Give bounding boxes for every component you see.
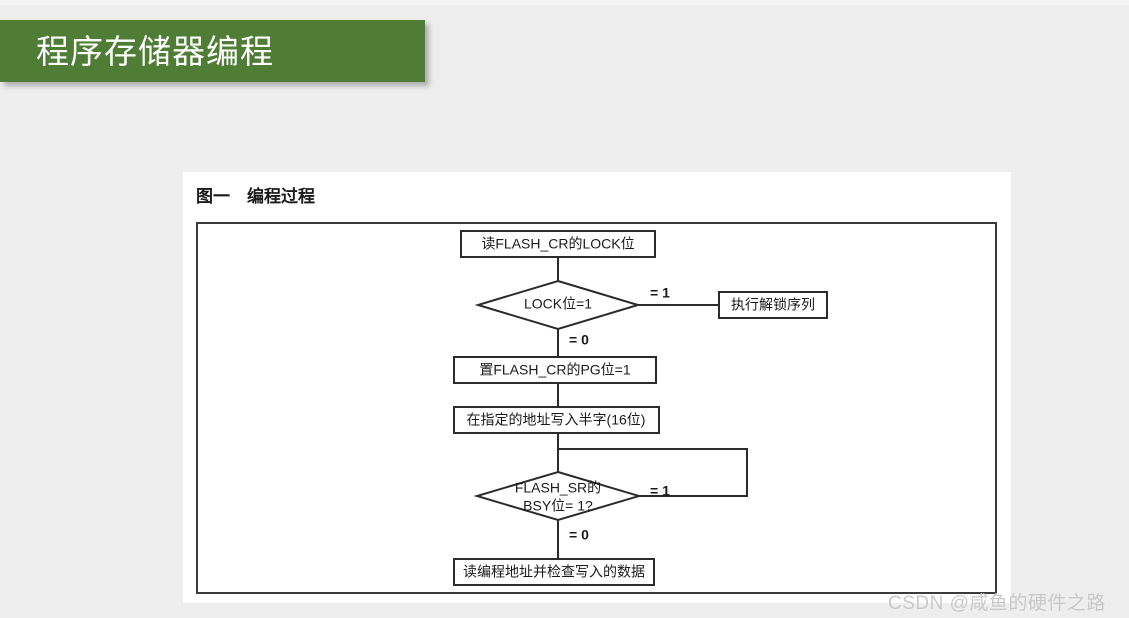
node-read-lock-label: 读FLASH_CR的LOCK位 — [481, 236, 634, 252]
node-write-halfword-label: 在指定的地址写入半字(16位) — [467, 412, 646, 428]
node-verify-data-label: 读编程地址并检查写入的数据 — [463, 564, 645, 580]
node-unlock-seq-label: 执行解锁序列 — [731, 297, 815, 313]
node-bsy-decision-label-line2: BSY位= 1? — [523, 498, 593, 514]
node-write-halfword — [453, 406, 660, 434]
node-unlock-seq — [718, 291, 828, 319]
title-banner: 程序存储器编程 — [0, 20, 425, 82]
top-strip — [0, 0, 1129, 5]
node-bsy-decision — [473, 470, 643, 522]
page-title: 程序存储器编程 — [36, 32, 274, 70]
figure-body: 读FLASH_CR的LOCK位 LOCK位=1 = 1 = 0 执行解锁序列 置… — [196, 222, 997, 594]
node-lock-decision — [474, 279, 642, 331]
figure-caption: 图一 编程过程 — [196, 187, 315, 206]
node-read-lock — [460, 230, 656, 258]
figure-panel: 图一 编程过程 读FLASH — [183, 172, 1011, 603]
node-set-pg-label: 置FLASH_CR的PG位=1 — [479, 362, 631, 378]
connector-bsy-yes-loopback — [558, 448, 748, 497]
node-set-pg — [453, 356, 657, 384]
flowchart-svg: 读FLASH_CR的LOCK位 LOCK位=1 = 1 = 0 执行解锁序列 置… — [453, 230, 828, 586]
node-verify-data — [453, 558, 655, 586]
edge-label-bsy-yes: = 1 — [650, 483, 670, 499]
node-bsy-decision-label-line1: FLASH_SR的 — [515, 480, 601, 496]
edge-label-bsy-no: = 0 — [569, 527, 589, 543]
edge-label-lock-no: = 0 — [569, 332, 589, 348]
edge-label-lock-yes: = 1 — [650, 285, 670, 301]
node-lock-decision-label: LOCK位=1 — [524, 296, 592, 312]
